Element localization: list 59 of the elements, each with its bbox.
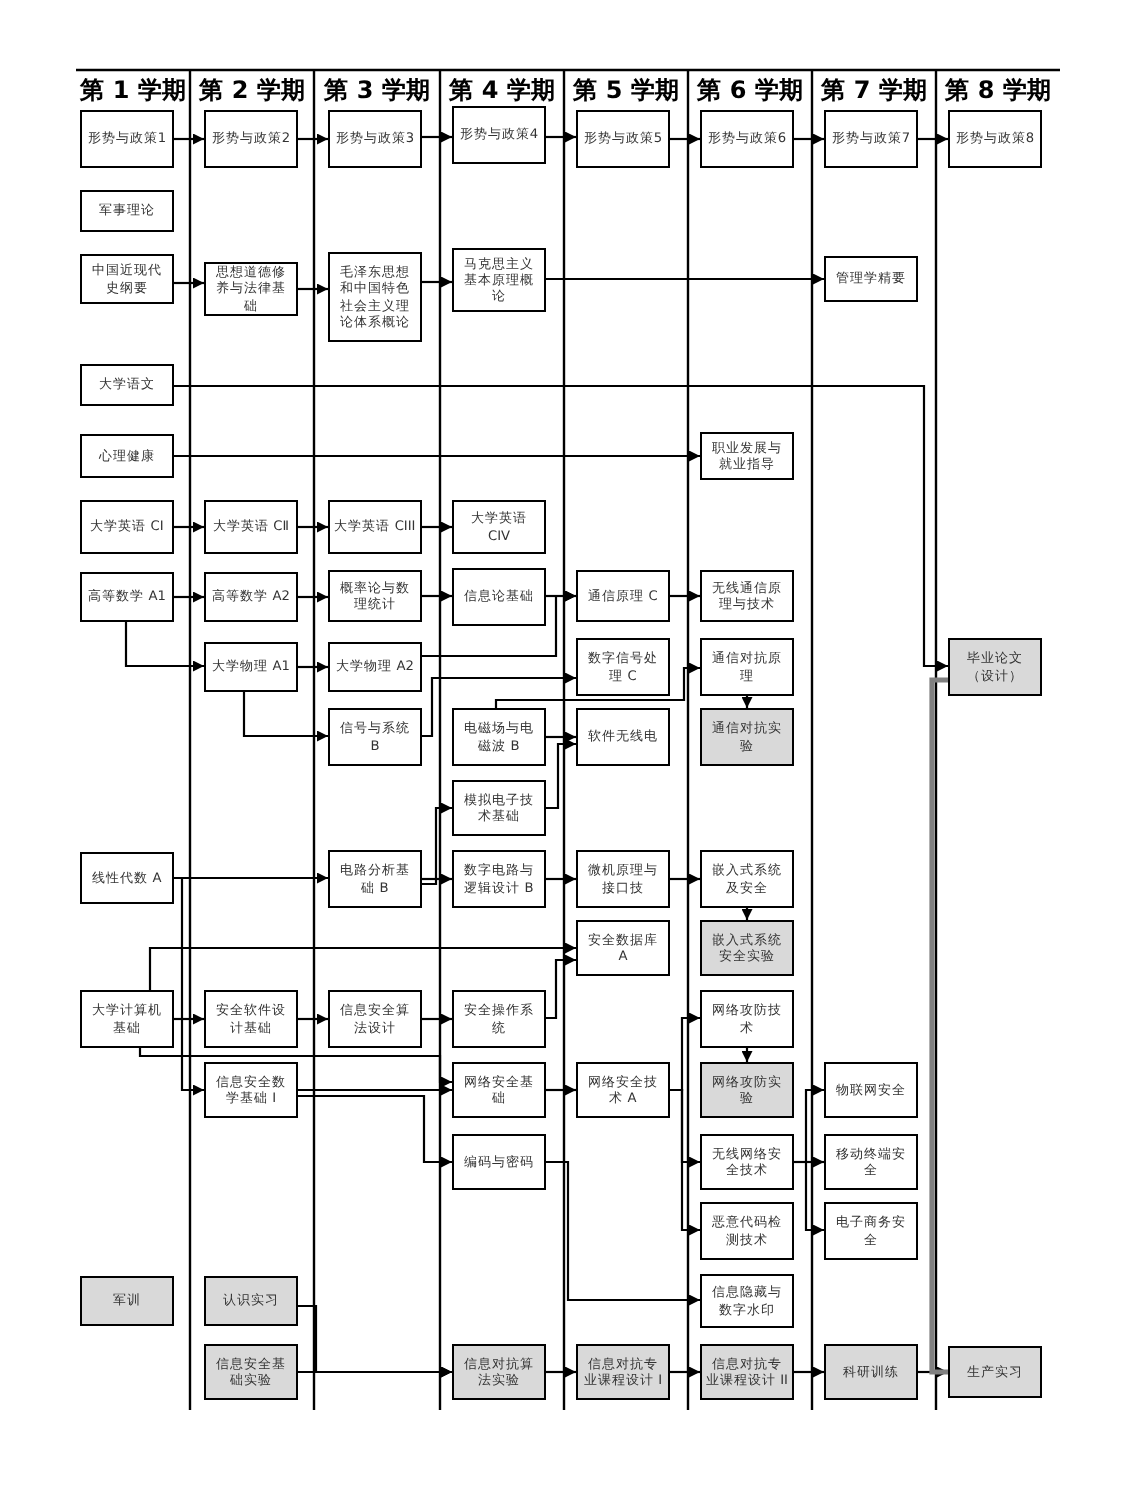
arrow — [298, 1084, 452, 1096]
arrow — [546, 1160, 700, 1306]
arrow — [422, 590, 576, 658]
arrow — [148, 942, 576, 990]
arrow — [174, 1013, 204, 1025]
semester-heading: 第 6 学期 — [695, 74, 805, 106]
arrow — [298, 661, 328, 673]
semester-heading: 第 4 学期 — [447, 74, 557, 106]
arrow — [298, 283, 328, 295]
arrow — [422, 276, 452, 288]
arrow — [494, 662, 700, 708]
arrow — [741, 1048, 753, 1062]
arrow — [298, 1013, 328, 1025]
arrow — [422, 802, 452, 886]
arrow — [298, 1094, 452, 1168]
semester-heading: 第 2 学期 — [197, 74, 307, 106]
arrow — [422, 131, 452, 143]
arrow — [546, 273, 824, 285]
semester-heading: 第 8 学期 — [943, 74, 1053, 106]
arrow — [298, 591, 328, 603]
arrow — [670, 133, 700, 145]
arrow — [174, 450, 700, 462]
arrow — [138, 1048, 452, 1088]
arrow — [174, 521, 204, 533]
arrow — [741, 696, 753, 708]
arrow — [422, 590, 452, 602]
connector-line — [929, 677, 948, 1375]
arrow — [422, 521, 452, 533]
arrow — [670, 590, 700, 602]
arrow — [546, 1084, 576, 1096]
arrow — [174, 591, 204, 603]
arrow — [546, 731, 576, 743]
arrow — [546, 131, 576, 143]
arrow — [422, 1013, 452, 1025]
arrow — [670, 1366, 700, 1378]
arrow — [422, 873, 452, 885]
arrow — [298, 521, 328, 533]
arrow — [298, 1366, 452, 1378]
semester-heading: 第 3 学期 — [322, 74, 432, 106]
arrow — [546, 1366, 576, 1378]
arrow — [546, 873, 576, 885]
arrow — [124, 622, 204, 672]
arrow — [546, 954, 576, 1020]
arrow — [174, 876, 204, 1096]
arrow — [422, 672, 576, 738]
semester-heading: 第 7 学期 — [819, 74, 929, 106]
arrow — [174, 277, 204, 289]
arrow — [741, 908, 753, 920]
semester-heading: 第 5 学期 — [571, 74, 681, 106]
arrow — [242, 692, 328, 742]
arrow — [174, 384, 948, 672]
arrow — [794, 133, 824, 145]
arrow — [918, 133, 948, 145]
arrow — [546, 738, 576, 810]
arrow — [298, 133, 328, 145]
semester-heading: 第 1 学期 — [78, 74, 188, 106]
arrow — [670, 873, 700, 885]
arrow — [794, 1366, 824, 1378]
arrow — [174, 133, 204, 145]
